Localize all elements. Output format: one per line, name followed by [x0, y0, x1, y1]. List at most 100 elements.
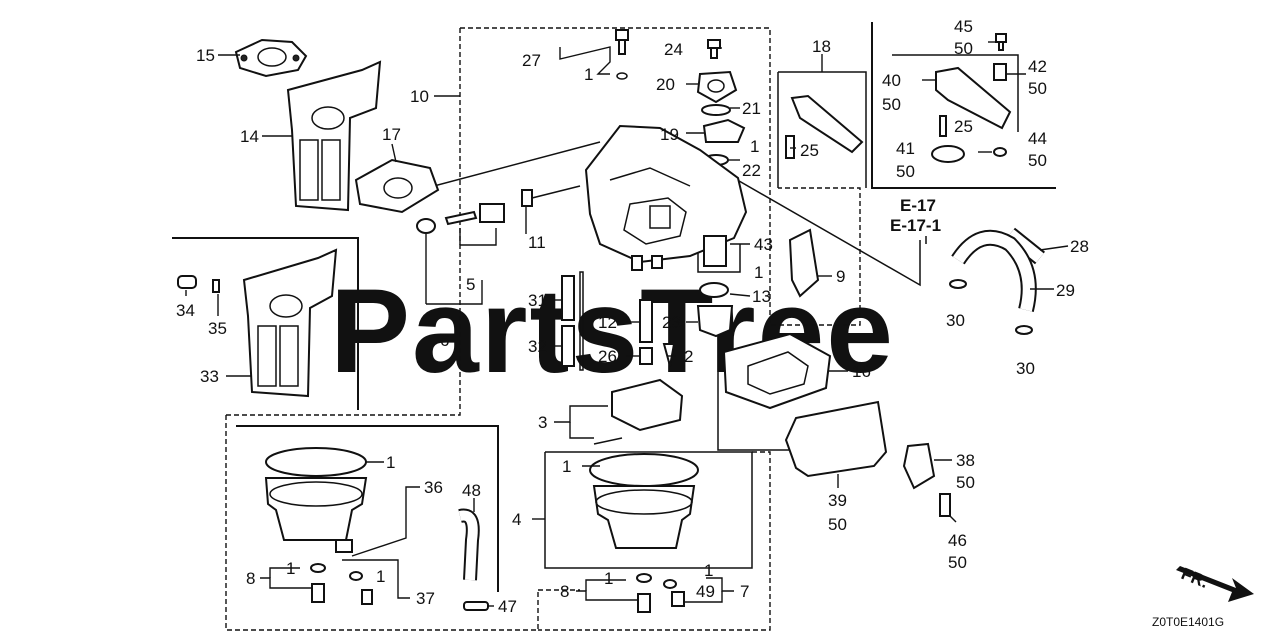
- callout-45-qty: 50: [954, 39, 973, 58]
- callout-42: 42: [1028, 57, 1047, 76]
- callout-41: 41: [896, 139, 915, 158]
- divider-line: [579, 271, 584, 371]
- callout-36-qty: 1: [386, 453, 395, 472]
- jet-32: [561, 325, 575, 367]
- screw-11: [521, 185, 581, 207]
- screw-49: [663, 579, 685, 607]
- drain-bolt-8a: [310, 563, 326, 603]
- callout-45: 45: [954, 17, 973, 36]
- callout-34: 34: [176, 301, 195, 320]
- callout-19: 19: [660, 125, 679, 144]
- spring-41: [931, 145, 965, 163]
- callout-24: 24: [664, 40, 683, 59]
- o-ring-13: [699, 282, 729, 298]
- callout-10: 10: [410, 87, 429, 106]
- callout-8a: 8: [246, 569, 255, 588]
- callout-13: 13: [752, 287, 771, 306]
- choke-lever-18: [785, 94, 864, 159]
- callout-27-qty: 1: [584, 65, 593, 84]
- screw-45: [995, 33, 1007, 51]
- section-ref-e17: E-17: [900, 196, 936, 215]
- callout-29: 29: [1056, 281, 1075, 300]
- drain-screw-37: [349, 571, 373, 605]
- callout-16: 16: [852, 362, 871, 381]
- lever-9: [788, 228, 820, 298]
- callout-41-qty: 50: [896, 162, 915, 181]
- callout-43-qty: 1: [754, 263, 763, 282]
- float-valve-2: [662, 343, 676, 367]
- callout-47: 47: [498, 597, 517, 616]
- callout-14: 14: [240, 127, 259, 146]
- boundary-frames: [172, 22, 1056, 631]
- callout-4-qty: 1: [562, 457, 571, 476]
- callout-30b: 30: [1016, 359, 1035, 378]
- callout-25b: 25: [954, 117, 973, 136]
- screw-24: [707, 39, 721, 59]
- callout-35: 35: [208, 319, 227, 338]
- callout-5: 5: [466, 275, 475, 294]
- bolt-46: [939, 493, 951, 517]
- front-direction-arrow: FR.: [1176, 564, 1254, 602]
- callout-26: 26: [598, 347, 617, 366]
- spring-26: [639, 347, 653, 365]
- callout-8b: 8: [560, 582, 569, 601]
- float-chamber-36: [264, 447, 368, 553]
- diaphragm-21: [701, 104, 731, 116]
- valve-19: [702, 118, 746, 143]
- callout-22: 22: [742, 161, 761, 180]
- callout-40: 40: [882, 71, 901, 90]
- callout-39: 39: [828, 491, 847, 510]
- gasket-16: [722, 332, 832, 410]
- callout-28: 28: [1070, 237, 1089, 256]
- callout-7: 7: [740, 582, 749, 601]
- insulator-plate-33: [242, 248, 338, 398]
- callout-32: 32: [528, 337, 547, 356]
- callout-42-qty: 50: [1028, 79, 1047, 98]
- jet-31: [561, 275, 575, 321]
- gasket-15: [234, 38, 308, 78]
- callout-3: 3: [538, 413, 547, 432]
- callout-33: 33: [200, 367, 219, 386]
- callout-37: 37: [416, 589, 435, 608]
- callout-18: 18: [812, 37, 831, 56]
- float-chamber-4: [589, 453, 699, 549]
- carburetor-body-10: [584, 124, 748, 271]
- callout-46-qty: 50: [948, 553, 967, 572]
- callout-44: 44: [1028, 129, 1047, 148]
- callout-8b-qty: 1: [604, 569, 613, 588]
- callout-48: 48: [462, 481, 481, 500]
- drawing-code: Z0T0E1401G: [1152, 615, 1224, 629]
- callout-31: 31: [528, 291, 547, 310]
- callout-12: 12: [598, 313, 617, 332]
- callout-49-qty: 1: [704, 561, 713, 580]
- callouts: 15 14 17 10 27 1 24 20 21 19 1 22 18 25 …: [176, 17, 1089, 616]
- bracket-39: [784, 400, 888, 478]
- callout-27: 27: [522, 51, 541, 70]
- callout-38: 38: [956, 451, 975, 470]
- clip-30b: [1015, 325, 1033, 335]
- callout-39-qty: 50: [828, 515, 847, 534]
- cap-34: [177, 275, 197, 289]
- callout-6: 6: [440, 331, 449, 350]
- washer-44: [993, 147, 1007, 157]
- pilot-screw-5: [444, 203, 505, 226]
- direction-label: FR.: [1179, 564, 1212, 592]
- drain-bolt-8b: [636, 573, 652, 613]
- float-3: [593, 378, 684, 445]
- callout-38-qty: 50: [956, 473, 975, 492]
- callout-9: 9: [836, 267, 845, 286]
- callout-40-qty: 50: [882, 95, 901, 114]
- callout-44-qty: 50: [1028, 151, 1047, 170]
- callout-19-qty: 1: [750, 137, 759, 156]
- clip-30a: [949, 279, 967, 289]
- callout-46: 46: [948, 531, 967, 550]
- nut-42: [993, 63, 1007, 81]
- bowl-23: [696, 305, 734, 338]
- callout-17: 17: [382, 125, 401, 144]
- insulator-plate-14: [286, 60, 382, 212]
- needle-jet-12: [639, 299, 653, 343]
- screw-27: [615, 29, 629, 80]
- cover-20: [696, 70, 738, 104]
- leader-lines: [185, 41, 1069, 607]
